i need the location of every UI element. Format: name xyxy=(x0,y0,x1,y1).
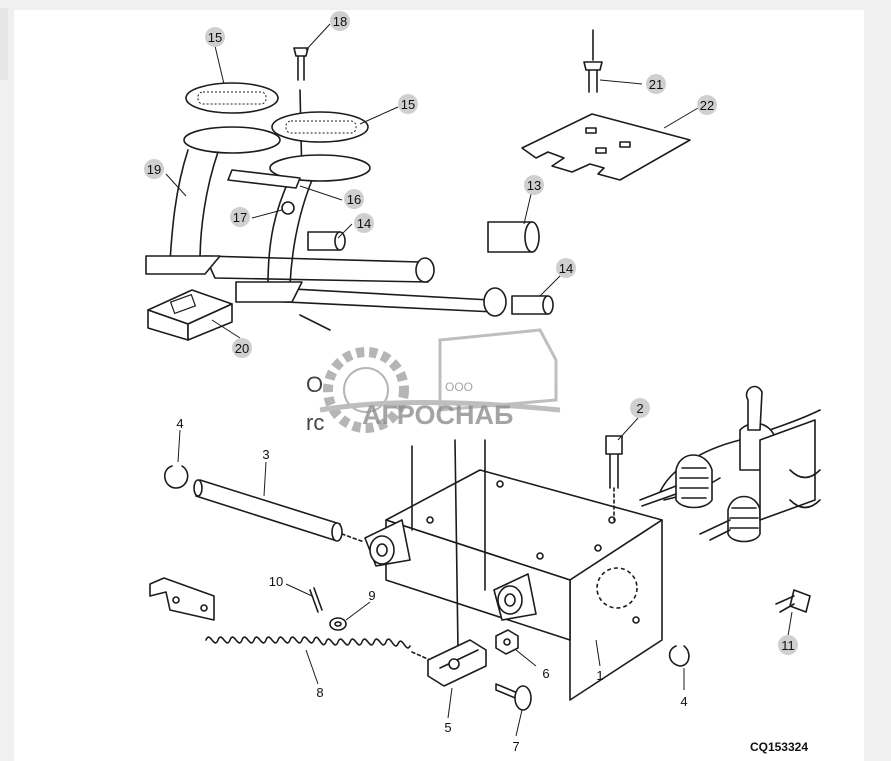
watermark-prefix: ООО xyxy=(445,380,473,394)
callout-label: 15 xyxy=(401,97,415,112)
watermark-brand: АГРОСНАБ xyxy=(362,400,513,430)
text-fragment: O xyxy=(306,372,323,397)
callout-label: 8 xyxy=(316,685,323,700)
callout-label: 4 xyxy=(176,416,183,431)
callout-label: 17 xyxy=(233,210,247,225)
figure-id: CQ153324 xyxy=(750,740,808,754)
callout-label: 9 xyxy=(368,588,375,603)
exploded-parts-diagram: ООО АГРОСНАБ O rc xyxy=(144,11,821,754)
window-edge xyxy=(0,8,8,80)
callout-label: 1 xyxy=(596,668,603,683)
callout-label: 16 xyxy=(347,192,361,207)
callout-label: 11 xyxy=(781,638,795,653)
callout-label: 14 xyxy=(559,261,573,276)
callout-label: 18 xyxy=(333,14,347,29)
callout-label: 3 xyxy=(262,447,269,462)
callout-label: 6 xyxy=(542,666,549,681)
callout-label: 20 xyxy=(235,341,249,356)
callout-label: 10 xyxy=(269,574,283,589)
agrosnab-watermark-logo xyxy=(319,328,561,433)
floor-plate-assembly xyxy=(521,29,691,181)
leader-lines xyxy=(165,23,793,737)
parts-diagram-frame: ООО АГРОСНАБ O rc xyxy=(14,10,864,761)
callout-label: 13 xyxy=(527,178,541,193)
pedal-assembly xyxy=(145,47,554,341)
callout-label: 5 xyxy=(444,720,451,735)
callout-label: 4 xyxy=(680,694,687,709)
text-fragment: rc xyxy=(306,410,324,435)
callout-label: 19 xyxy=(147,162,161,177)
brake-valve-assembly xyxy=(149,385,821,711)
callout-label: 7 xyxy=(512,739,519,754)
callout-labels: 15 18 15 21 22 19 16 17 14 13 14 20 2 4 … xyxy=(144,11,798,754)
callout-label: 22 xyxy=(700,98,714,113)
callout-label: 14 xyxy=(357,216,371,231)
callout-label: 21 xyxy=(649,77,663,92)
callout-label: 2 xyxy=(636,401,643,416)
callout-label: 15 xyxy=(208,30,222,45)
master-cylinder-assembly xyxy=(639,385,821,543)
